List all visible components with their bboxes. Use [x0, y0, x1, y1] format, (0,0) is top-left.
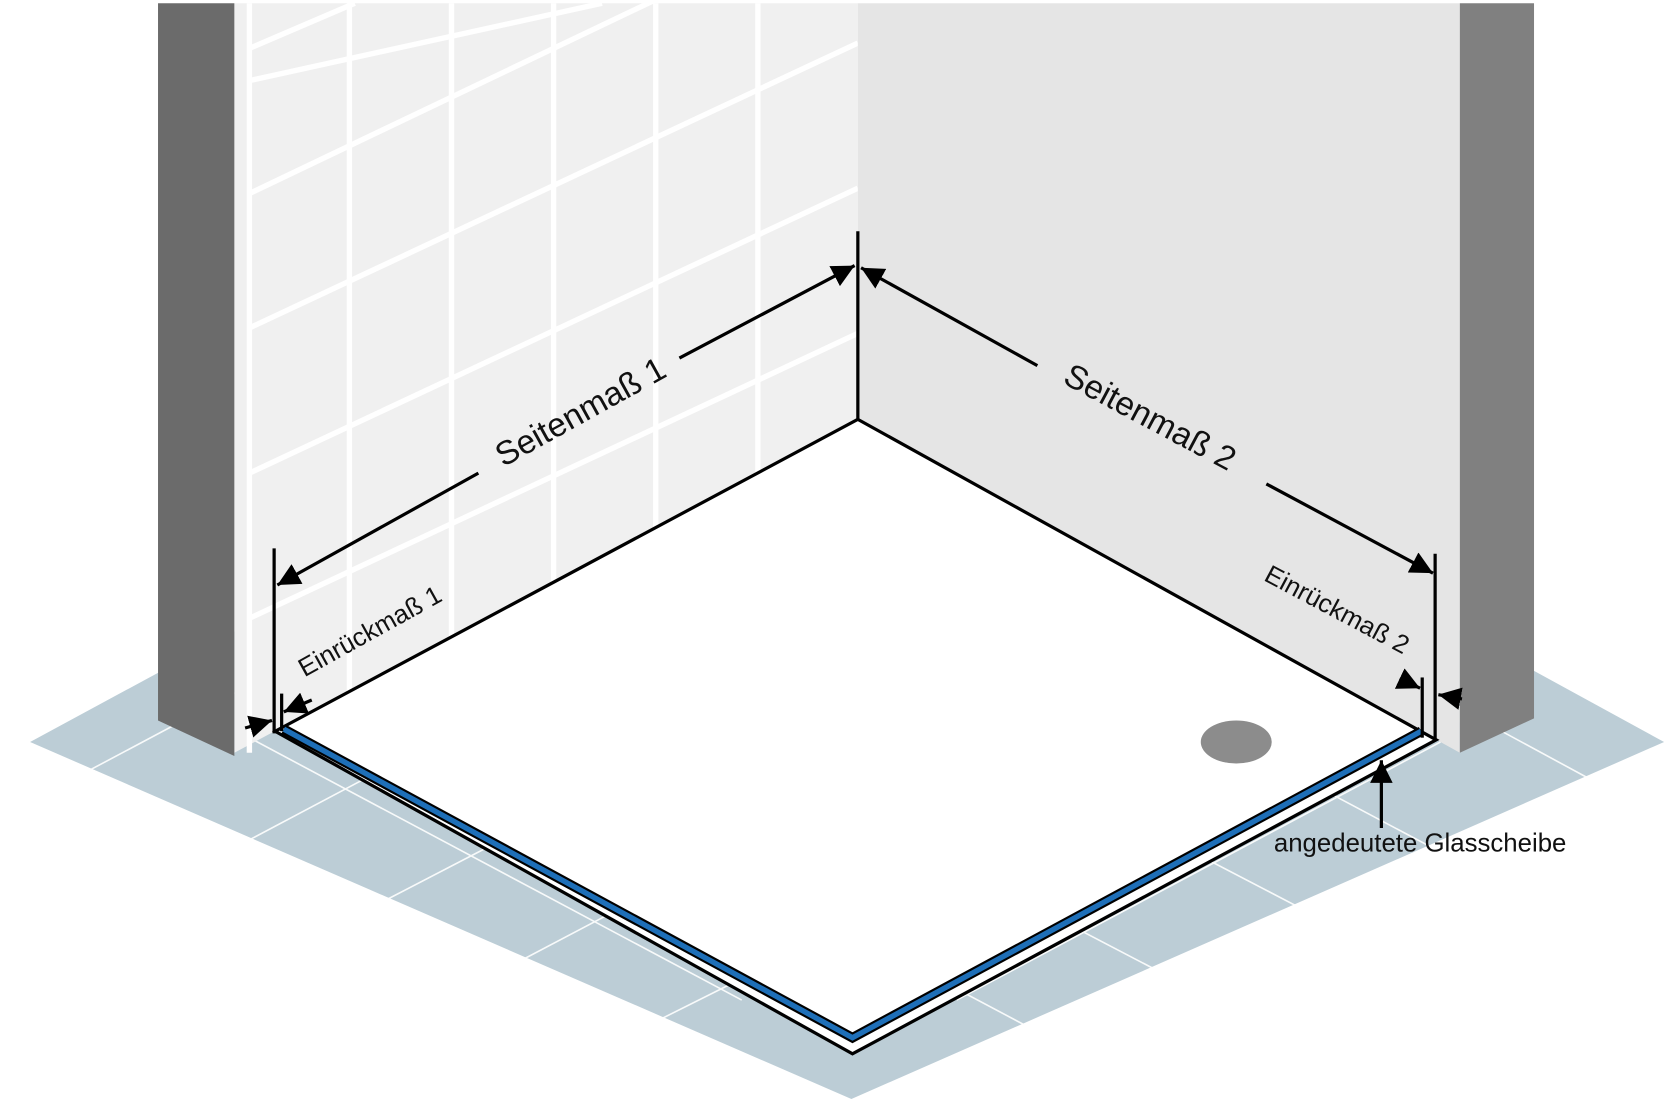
dimension-lines — [244, 231, 1463, 829]
left-wall — [234, 3, 858, 753]
label-glass-panel: angedeutete Glasscheibe — [1274, 830, 1567, 858]
left-pillar — [158, 3, 235, 756]
right-pillar — [1459, 3, 1535, 753]
shower-tray — [271, 417, 1440, 1056]
drain — [1200, 720, 1272, 764]
wall-tile-grid — [246, 0, 859, 753]
right-wall — [857, 3, 1460, 753]
